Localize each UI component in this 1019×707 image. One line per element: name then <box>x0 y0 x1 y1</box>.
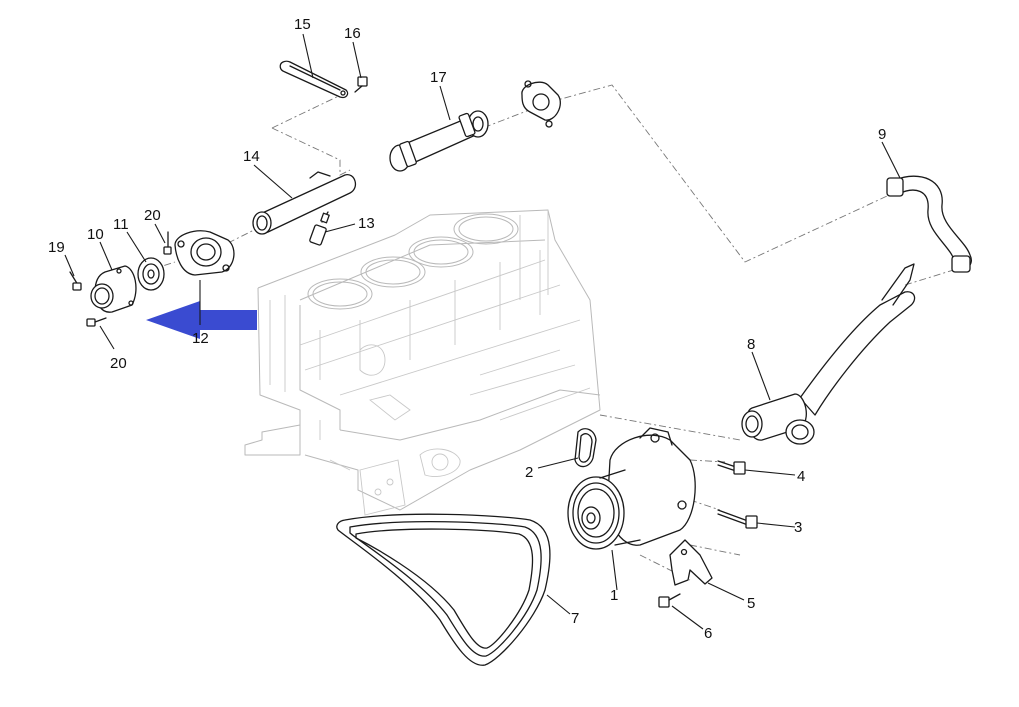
callout-15: 15 <box>294 16 311 33</box>
callout-16: 16 <box>344 25 361 42</box>
callout-1: 1 <box>610 587 618 604</box>
callout-4: 4 <box>797 468 805 485</box>
part-16-bolt <box>354 76 368 93</box>
callout-7: 7 <box>571 610 579 627</box>
callout-11: 11 <box>113 216 129 233</box>
callout-9: 9 <box>878 126 886 143</box>
callout-13: 13 <box>358 215 375 232</box>
part-20-bolt-lower <box>86 317 107 327</box>
part-17-hose <box>389 110 489 172</box>
part-19-bolt <box>69 271 82 291</box>
part-15-bracket <box>279 60 349 99</box>
part-8-outlet-pipe <box>741 263 916 445</box>
part-3-bolt <box>717 509 758 529</box>
part-12-thermostat-housing <box>174 230 235 276</box>
callout-8: 8 <box>747 336 755 353</box>
callout-5: 5 <box>747 595 755 612</box>
part-20-bolt-upper <box>163 231 172 255</box>
part-13-sensor <box>309 211 330 246</box>
part-9-hose <box>886 175 972 273</box>
callout-3: 3 <box>794 519 802 536</box>
callout-20-lower: 20 <box>110 355 127 372</box>
part-14-pipe <box>252 171 357 235</box>
leader-lines <box>64 33 901 630</box>
part-6-bolt <box>658 593 681 608</box>
callout-10: 10 <box>87 226 104 243</box>
callout-14: 14 <box>243 148 260 165</box>
callout-6: 6 <box>704 625 712 642</box>
part-1-water-pump <box>567 427 696 550</box>
part-4-bolt <box>717 460 746 475</box>
callout-12: 12 <box>192 330 209 347</box>
callout-20-upper: 20 <box>144 207 161 224</box>
flange-fitting <box>521 80 561 128</box>
callout-19: 19 <box>48 239 65 256</box>
part-11-thermostat <box>137 257 165 291</box>
assembly-guide-lines <box>149 84 961 581</box>
part-7-drive-belt <box>336 513 551 666</box>
engine-block <box>244 209 601 516</box>
highlight-arrow <box>146 301 257 339</box>
part-10-water-inlet <box>90 265 137 313</box>
callout-2: 2 <box>525 464 533 481</box>
callout-labels: 15 16 17 14 13 19 10 11 20 12 20 9 8 2 4… <box>48 16 886 642</box>
part-2-gasket <box>574 428 597 468</box>
part-5-bracket <box>669 539 713 586</box>
callout-17: 17 <box>430 69 447 86</box>
